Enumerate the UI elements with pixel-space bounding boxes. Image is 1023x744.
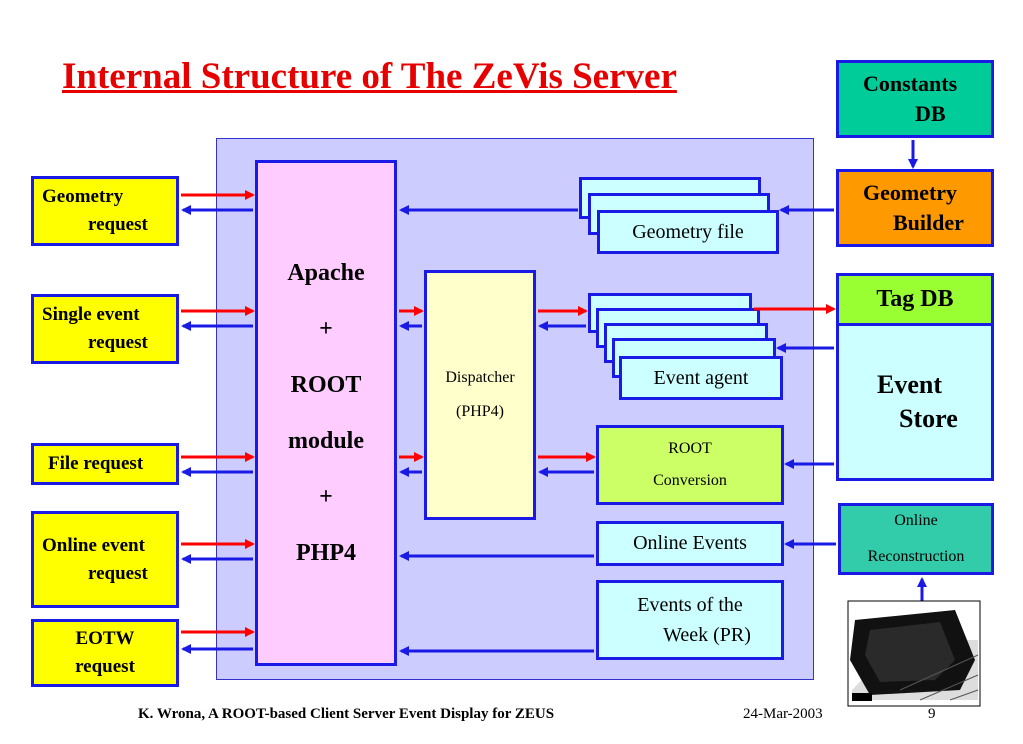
constants-db-line1: Constants [863,71,958,96]
module-label: module [287,428,364,454]
constants-db-line2: DB [915,101,946,126]
online-events-label: Online Events [633,532,747,554]
footer-date: 24-Mar-2003 [743,706,823,722]
eotw-request-box: EOTW request [31,619,179,687]
event-agent-box: Event agent [619,356,783,400]
php4-label: PHP4 [296,540,356,566]
events-of-week-line2: Week (PR) [663,624,751,646]
root-conversion-line2: Conversion [653,472,727,489]
dispatcher-box: Dispatcher (PHP4) [424,270,536,520]
event-agent-label: Event agent [653,366,749,389]
single-event-request-box: Single event request [31,294,179,364]
root-label: ROOT [290,372,362,398]
constants-db-box: Constants DB [836,60,994,138]
online-event-request-box: Online event request [31,511,179,608]
apache-plus-1: + [319,316,333,342]
geometry-request-line2: request [88,214,148,235]
eotw-request-line1: EOTW [75,628,135,649]
online-reconstruction-line2: Reconstruction [867,548,965,565]
detector-event-display-image [847,600,981,707]
tag-db-event-store-box: Tag DB Event Store [836,273,994,481]
eotw-request-line2: request [75,656,135,677]
online-event-request-line2: request [88,562,148,584]
file-request-label: File request [48,453,144,474]
tag-db-label: Tag DB [876,286,954,312]
geometry-request-box: Geometry request [31,176,179,246]
slide-title: Internal Structure of The ZeVis Server [62,56,677,97]
geometry-builder-line1: Geometry [863,180,958,205]
dispatcher-label: Dispatcher [445,369,515,386]
single-event-request-line1: Single event [42,304,140,325]
geometry-builder-box: Geometry Builder [836,169,994,247]
root-conversion-box: ROOT Conversion [596,425,784,505]
online-reconstruction-box: Online Reconstruction [838,503,994,575]
event-store-line1: Event [877,370,942,399]
online-reconstruction-line1: Online [894,512,938,529]
apache-root-php4-box: Apache + ROOT module + PHP4 [255,160,397,666]
root-conversion-line1: ROOT [668,440,712,457]
geometry-builder-line2: Builder [893,210,964,235]
geometry-file-label: Geometry file [632,220,744,243]
geometry-request-line1: Geometry [42,186,124,207]
events-of-week-box: Events of the Week (PR) [596,580,784,660]
apache-plus-2: + [319,484,333,510]
online-events-box: Online Events [596,521,784,566]
dispatcher-php4-label: (PHP4) [455,403,504,420]
online-event-request-line1: Online event [42,534,145,556]
file-request-box: File request [31,443,179,485]
event-store-line2: Store [899,404,958,433]
tag-db-box: Tag DB [839,276,991,326]
single-event-request-line2: request [88,332,148,353]
event-store-box: Event Store [839,326,991,478]
footer-page-number: 9 [928,706,936,722]
geometry-file-box: Geometry file [597,210,779,254]
footer-citation: K. Wrona, A ROOT-based Client Server Eve… [138,706,555,722]
apache-label: Apache [287,260,365,286]
events-of-week-line1: Events of the [637,594,743,616]
